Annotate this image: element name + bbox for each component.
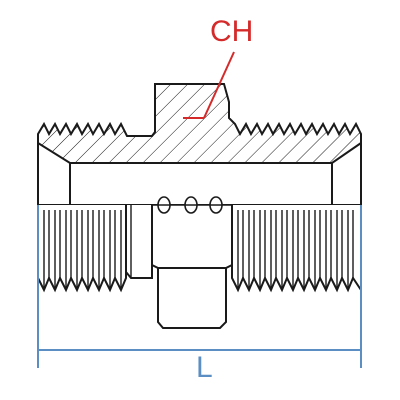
seal-ring-symbol — [152, 196, 232, 214]
hex-nut-view — [151, 205, 233, 329]
hex-size-leader — [183, 51, 235, 119]
external-lower-half — [37, 196, 362, 329]
sectioned-upper-half — [37, 83, 362, 206]
left-thread-lines — [43, 210, 122, 290]
right-thread-lines — [237, 210, 354, 290]
bore-outline — [37, 142, 362, 164]
left-neck — [125, 205, 153, 279]
length-label: L — [196, 351, 213, 384]
right-thread-body — [231, 205, 362, 294]
hex-size-label: CH — [210, 15, 253, 48]
dimension-length — [37, 205, 362, 368]
internal-bore — [38, 143, 361, 205]
